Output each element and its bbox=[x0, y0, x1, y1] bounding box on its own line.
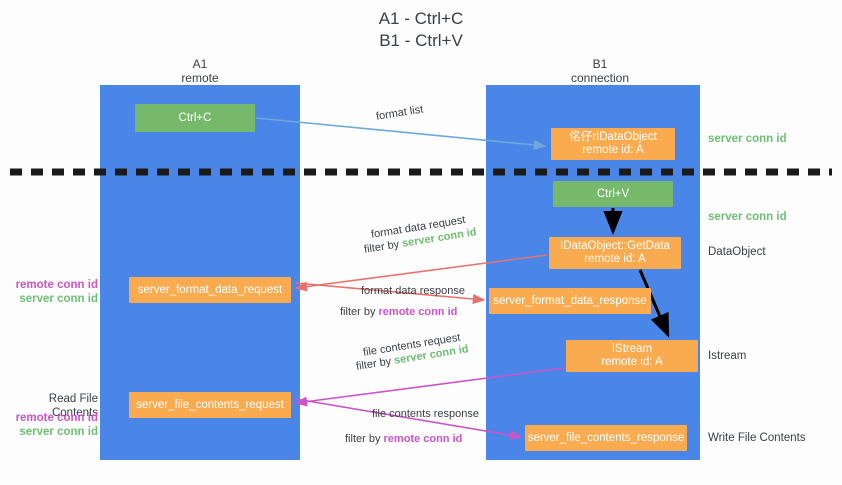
annotation-server-conn-id-mid: server conn id bbox=[708, 211, 787, 223]
annotation-read-file-contents: Read File Contents bbox=[48, 393, 98, 419]
edge-label-format-data-response: format data response bbox=[361, 285, 465, 297]
annotation-conn-ids-bottom: remote conn id server conn id bbox=[8, 411, 98, 439]
remote-conn-id-label: remote conn id bbox=[15, 412, 98, 424]
filter-prefix: filter by bbox=[345, 433, 384, 445]
node-idataobject[interactable]: 佲仔rIDataObject remote id: A bbox=[551, 128, 675, 160]
node-server-file-contents-response[interactable]: server_file_contents_response bbox=[525, 425, 687, 451]
lane-header-a1: A1 remote bbox=[181, 57, 219, 85]
edge-label-file-contents-response-filter: filter by remote conn id bbox=[345, 432, 462, 446]
remote-conn-id-label: remote conn id bbox=[15, 279, 98, 291]
annotation-write-file-contents: Write File Contents bbox=[708, 432, 806, 444]
filter-value-remote-conn-id: remote conn id bbox=[378, 306, 458, 318]
lane-header-b1: B1 connection bbox=[570, 57, 630, 85]
node-ctrl-v[interactable]: Ctrl+V bbox=[553, 181, 673, 207]
edge-label-format-list: format list bbox=[375, 103, 425, 123]
server-conn-id-label: server conn id bbox=[19, 426, 98, 438]
node-istream[interactable]: IStream remote id: A bbox=[566, 340, 698, 372]
node-idataobject-getdata[interactable]: IDataObject::GetData remote id: A bbox=[549, 237, 681, 269]
node-server-file-contents-request[interactable]: server_file_contents_request bbox=[129, 392, 291, 418]
annotation-dataobject: DataObject bbox=[708, 246, 766, 258]
edge-label-file-contents-response: file contents response bbox=[372, 408, 480, 420]
node-server-format-data-request[interactable]: server_format_data_request bbox=[129, 277, 291, 303]
node-server-format-data-response[interactable]: server_format_data_response bbox=[489, 288, 651, 314]
filter-value-remote-conn-id: remote conn id bbox=[383, 433, 463, 445]
annotation-istream: Istream bbox=[708, 350, 747, 362]
server-conn-id-label: server conn id bbox=[19, 293, 98, 305]
page-title: A1 - Ctrl+C B1 - Ctrl+V bbox=[378, 9, 464, 50]
filter-prefix: filter by bbox=[363, 237, 404, 256]
filter-prefix: filter by bbox=[355, 354, 396, 373]
node-ctrl-c[interactable]: Ctrl+C bbox=[135, 104, 255, 132]
annotation-conn-ids-top: remote conn id server conn id bbox=[8, 278, 98, 306]
filter-prefix: filter by bbox=[340, 306, 379, 318]
edge-label-format-data-response-filter: filter by remote conn id bbox=[340, 305, 457, 319]
annotation-server-conn-id-top: server conn id bbox=[708, 133, 787, 145]
